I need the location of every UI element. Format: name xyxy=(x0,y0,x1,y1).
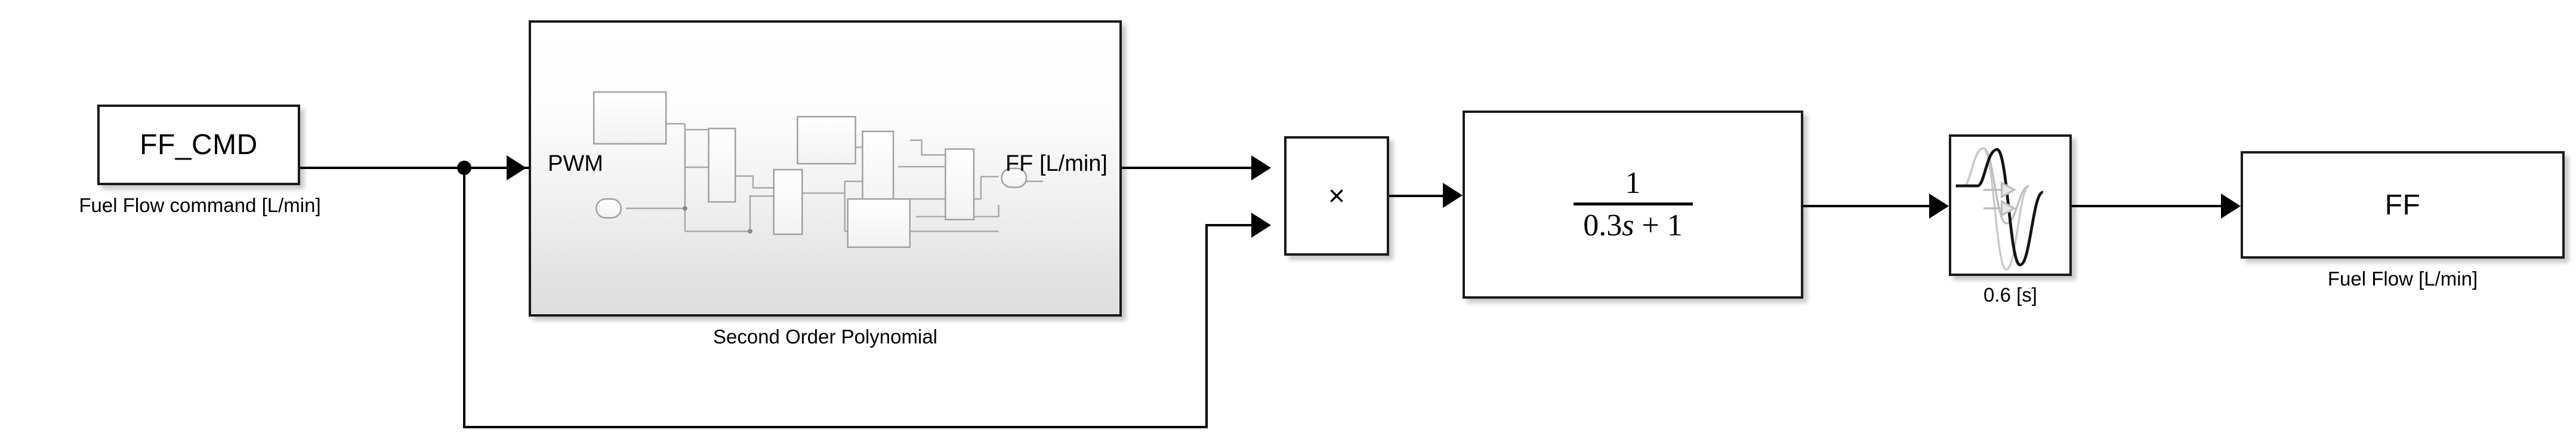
transport-delay-icon xyxy=(1955,147,2044,271)
block-transport-delay[interactable] xyxy=(1949,134,2072,276)
block-product[interactable]: × xyxy=(1284,136,1389,256)
den-coefficient: 0.3 xyxy=(1583,208,1622,243)
caption-second-order-polynomial: Second Order Polynomial xyxy=(712,326,938,348)
wire-branch-up xyxy=(1205,225,1208,428)
wire-subsystem-to-product xyxy=(1122,167,1252,169)
wire-branch-into-product xyxy=(1205,224,1252,226)
block-ff-out[interactable]: FF xyxy=(2241,151,2565,259)
block-ff-cmd-label: FF_CMD xyxy=(140,129,258,161)
arrow-into-transport-delay xyxy=(1929,194,1949,219)
caption-ff-out: Fuel Flow [L/min] xyxy=(2327,268,2478,290)
block-ff-out-label: FF xyxy=(2384,189,2421,221)
caption-ff-cmd: Fuel Flow command [L/min] xyxy=(79,194,321,216)
block-transfer-function[interactable]: 1 0.3s + 1 xyxy=(1463,111,1803,299)
wire-ff-cmd-to-subsystem xyxy=(300,167,529,169)
block-ff-cmd[interactable]: FF_CMD xyxy=(97,105,300,185)
wire-branch-across xyxy=(463,426,1208,428)
arrow-into-ff-out xyxy=(2221,194,2241,219)
wire-product-to-transfer-function xyxy=(1389,195,1455,197)
transfer-function-expression: 1 0.3s + 1 xyxy=(1573,166,1693,241)
den-constant: 1 xyxy=(1667,208,1683,243)
wire-delay-to-ff xyxy=(2072,205,2227,207)
transfer-function-denominator: 0.3s + 1 xyxy=(1583,205,1683,241)
fraction-bar xyxy=(1573,202,1693,205)
multiply-icon: × xyxy=(1328,180,1346,212)
arrow-into-subsystem xyxy=(507,155,526,180)
transfer-function-numerator: 1 xyxy=(1625,166,1641,200)
wire-transfer-function-to-delay xyxy=(1803,205,1936,207)
block-second-order-polynomial[interactable]: PWM FF [L/min] xyxy=(529,20,1122,317)
caption-transport-delay: 0.6 [s] xyxy=(1983,284,2037,306)
subsystem-input-port-label: PWM xyxy=(548,151,603,176)
subsystem-output-port-label: FF [L/min] xyxy=(1005,151,1107,176)
arrow-into-product-input-1 xyxy=(1251,155,1271,180)
den-plus: + xyxy=(1642,208,1659,243)
arrow-into-product-input-2 xyxy=(1251,213,1271,238)
den-variable: s xyxy=(1622,208,1634,243)
wire-branch-down xyxy=(463,168,465,427)
arrow-into-transfer-function xyxy=(1443,183,1463,208)
